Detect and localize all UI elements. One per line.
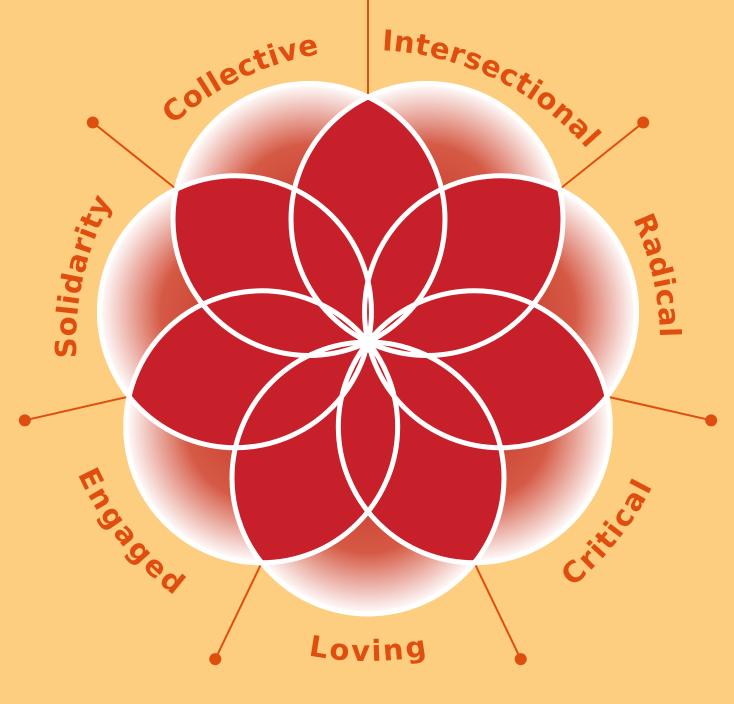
spoke-line: [92, 121, 181, 194]
circle-outline: [96, 173, 374, 451]
spoke-dot: [514, 653, 527, 666]
spoke-line: [601, 394, 712, 422]
spoke-line: [555, 121, 644, 194]
petals-group: [129, 96, 607, 563]
outlines-group: [96, 80, 640, 617]
spokes-group: [18, 0, 718, 666]
label-loving: Loving: [307, 629, 429, 668]
spoke-dot: [705, 414, 718, 427]
spoke-line: [471, 557, 522, 660]
spoke-dot: [637, 116, 650, 129]
spoke-dot: [18, 414, 31, 427]
spoke-line: [214, 557, 265, 660]
spoke-dot: [209, 653, 222, 666]
flower-petal: [172, 175, 372, 356]
spoke-line: [24, 394, 135, 422]
spoke-dot: [86, 116, 99, 129]
circle-outline: [123, 288, 401, 566]
